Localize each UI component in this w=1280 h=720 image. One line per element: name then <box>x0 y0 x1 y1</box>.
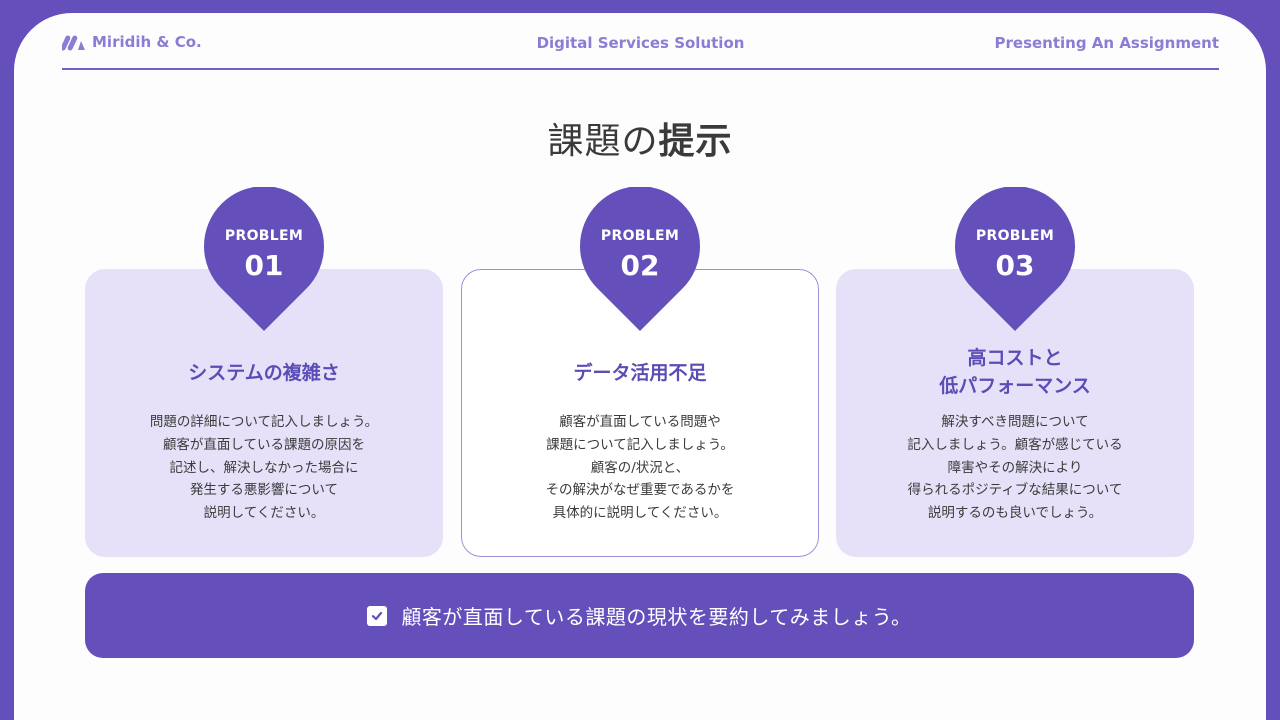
pin-number: 03 <box>995 249 1035 282</box>
page-title: 課題の提示 <box>0 112 1280 164</box>
problem-card-body: 顧客が直面している問題や 課題について記入しましょう。 顧客の/状況と、 その解… <box>462 411 818 525</box>
body-line: 課題について記入しましょう。 <box>546 436 734 453</box>
problem-card-body: 問題の詳細について記入しましょう。 顧客が直面している課題の原因を 記述し、解決… <box>85 411 443 525</box>
heading-line: 高コストと <box>967 347 1063 369</box>
body-line: 発生する悪影響について <box>189 482 339 499</box>
map-pin-icon <box>955 187 1075 331</box>
problem-card-1: システムの複雑さ 問題の詳細について記入しましょう。 顧客が直面している課題の原… <box>85 269 443 557</box>
pin-number: 02 <box>620 249 660 282</box>
body-line: 得られるポジティブな結果について <box>907 482 1123 499</box>
body-line: 顧客が直面している課題の原因を <box>162 436 366 453</box>
problem-card-body: 解決すべき問題について 記入しましょう。顧客が感じている 障害やその解決により … <box>836 411 1194 525</box>
body-line: 具体的に説明してください。 <box>552 505 728 522</box>
body-line: その解決がなぜ重要であるかを <box>545 482 735 499</box>
summary-text: 顧客が直面している課題の現状を要約してみましょう。 <box>401 605 912 629</box>
body-line: 顧客の/状況と、 <box>590 459 690 476</box>
body-line: 顧客が直面している問題や <box>559 414 721 430</box>
body-line: 記入しましょう。顧客が感じている <box>907 436 1123 453</box>
body-line: 説明するのも良いでしょう。 <box>927 505 1103 522</box>
problem-card-heading: 高コストと 低パフォーマンス <box>836 344 1194 400</box>
brand: Miridih & Co. <box>62 33 202 51</box>
header-center-title: Digital Services Solution <box>536 34 745 52</box>
slide-header: Miridih & Co. Digital Services Solution … <box>62 30 1219 70</box>
heading-line: 低パフォーマンス <box>939 375 1091 397</box>
heading-line: システムの複雑さ <box>188 362 340 384</box>
body-line: 説明してください。 <box>203 505 325 522</box>
map-pin-icon <box>204 187 324 331</box>
header-right-title: Presenting An Assignment <box>994 34 1219 52</box>
body-line: 記述し、解決しなかった場合に <box>169 459 359 476</box>
checkbox-checked-icon <box>367 605 388 626</box>
problem-pin-2: PROBLEM 02 <box>580 187 700 333</box>
body-line: 障害やその解決により <box>947 459 1083 476</box>
pin-label: PROBLEM <box>224 228 304 244</box>
pin-label: PROBLEM <box>975 228 1055 244</box>
page-title-light: 課題の <box>547 121 659 162</box>
header-divider <box>62 68 1219 70</box>
brand-logo-icon <box>62 35 85 51</box>
pin-number: 01 <box>244 249 284 282</box>
summary-banner: 顧客が直面している課題の現状を要約してみましょう。 <box>85 573 1194 658</box>
page-title-bold: 提示 <box>658 121 733 162</box>
problem-card-heading: システムの複雑さ <box>85 359 443 387</box>
map-pin-icon <box>580 187 700 331</box>
heading-line: データ活用不足 <box>573 362 707 384</box>
problem-pin-3: PROBLEM 03 <box>955 187 1075 333</box>
body-line: 解決すべき問題について <box>941 414 1089 430</box>
pin-label: PROBLEM <box>600 228 680 244</box>
problem-card-heading: データ活用不足 <box>462 359 818 387</box>
brand-name: Miridih & Co. <box>92 33 202 51</box>
body-line: 問題の詳細について記入しましょう。 <box>149 414 379 430</box>
problem-pin-1: PROBLEM 01 <box>204 187 324 333</box>
